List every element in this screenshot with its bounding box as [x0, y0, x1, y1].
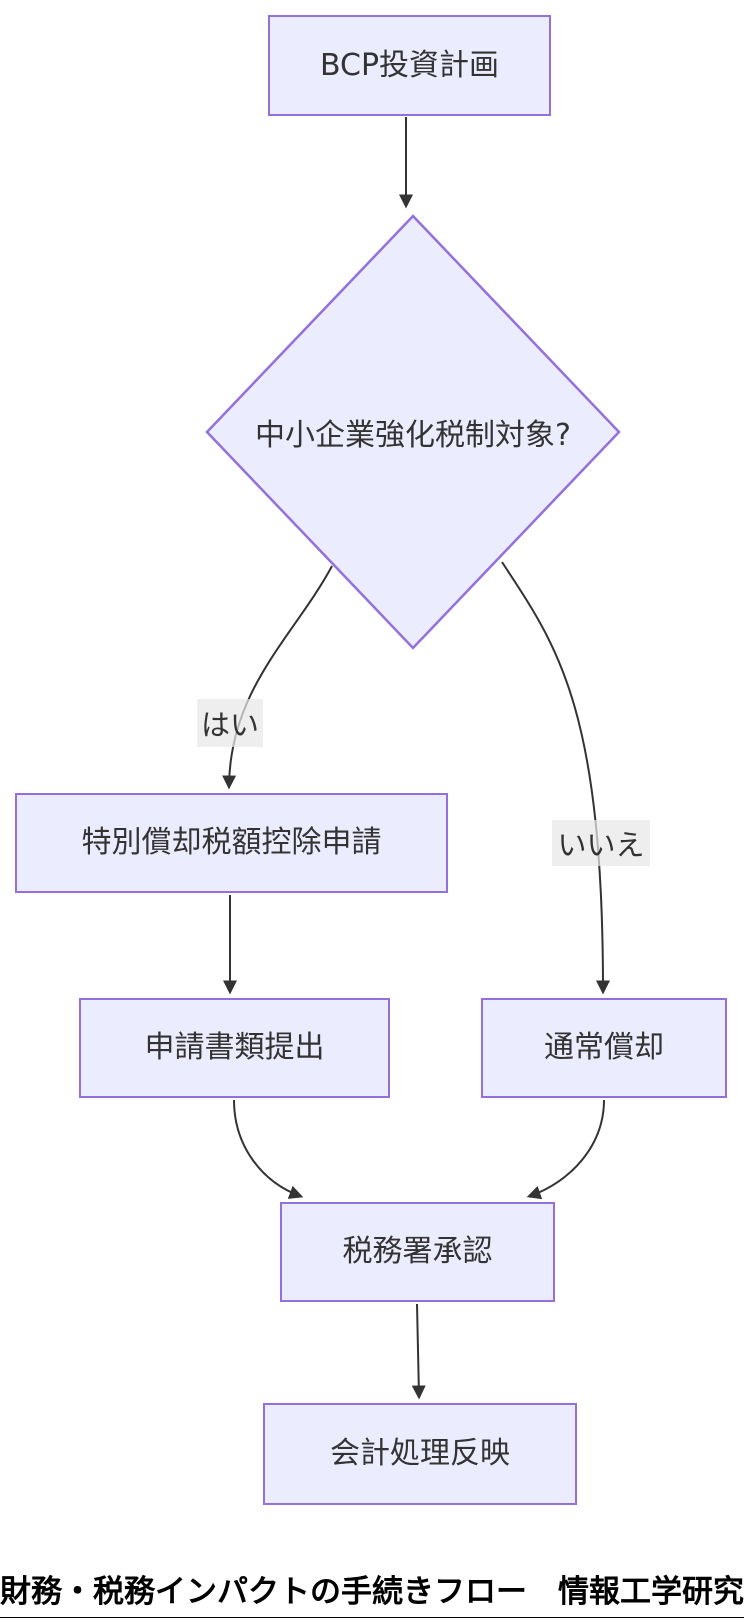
node-label: 特別償却税額控除申請: [81, 825, 382, 860]
node-tax-office-approval: 税務署承認: [280, 1202, 555, 1302]
edge-decision-to-special-yes: [222, 565, 333, 790]
edge-normal-to-approval: [526, 1099, 605, 1200]
node-label: BCP投資計画: [319, 47, 500, 83]
node-label: 申請書類提出: [144, 1030, 325, 1065]
edge-approval-to-accounting: [411, 1303, 426, 1400]
diagram-caption: 財務・税務インパクトの手続きフロー 情報工学研究: [0, 1566, 756, 1618]
edge-label-no: いいえ: [552, 820, 650, 866]
node-bcp-investment-plan: BCP投資計画: [268, 15, 551, 116]
diagram-caption-text: 財務・税務インパクトの手続きフロー 情報工学研究: [0, 1566, 744, 1618]
edge-label-text: いいえ: [557, 828, 645, 862]
edge-submit-to-approval: [233, 1099, 304, 1199]
node-label: 税務署承認: [342, 1234, 493, 1269]
edge-decision-to-normal-no: [501, 561, 610, 995]
node-application-documents-submission: 申請書類提出: [79, 998, 390, 1098]
node-label: 中小企業強化税制対象?: [255, 418, 571, 453]
node-label: 会計処理反映: [330, 1436, 510, 1471]
edge-label-yes: はい: [197, 699, 263, 747]
edge-label-text: はい: [200, 708, 259, 742]
decision-diamond-shape: [205, 214, 621, 650]
node-label: 通常償却: [544, 1030, 664, 1065]
node-decision-sme-tax-eligibility: 中小企業強化税制対象?: [211, 410, 615, 454]
node-accounting-treatment-reflection: 会計処理反映: [263, 1403, 577, 1505]
node-special-depreciation-tax-credit-application: 特別償却税額控除申請: [15, 793, 448, 893]
node-normal-depreciation: 通常償却: [481, 998, 727, 1098]
